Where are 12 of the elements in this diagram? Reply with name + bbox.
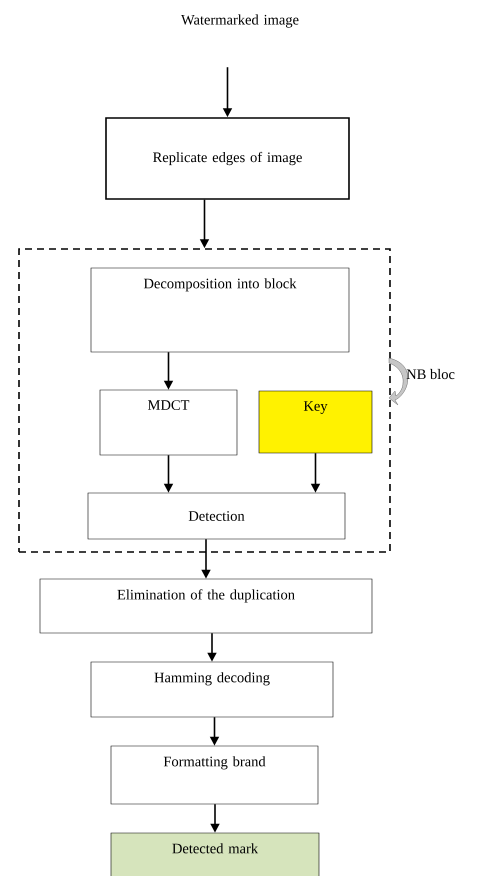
- process-box: Decomposition into block: [90, 268, 350, 352]
- process-box: Elimination of the duplication: [40, 578, 372, 634]
- process-box: Detection: [88, 492, 346, 540]
- input-label: Watermarked image: [181, 14, 298, 28]
- process-box: MDCT: [100, 390, 238, 456]
- key-box: Key: [258, 390, 372, 454]
- process-box: Hamming decoding: [90, 662, 334, 718]
- process-box: Formatting brand: [110, 746, 318, 804]
- loop-frame: [18, 248, 391, 553]
- loop-label: NB bloc: [406, 368, 454, 380]
- output-box: Detected mark: [110, 832, 320, 876]
- process-box: Replicate edges of image: [105, 117, 350, 200]
